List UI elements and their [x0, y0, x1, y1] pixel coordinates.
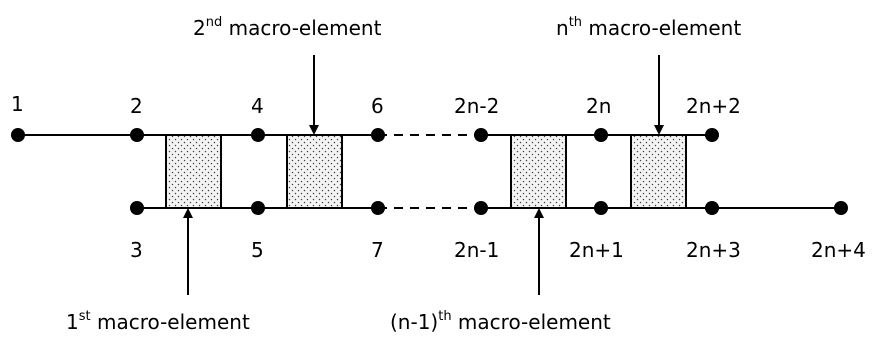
node-2n+3-dot	[705, 201, 719, 215]
node-2n-2-dot	[474, 128, 488, 142]
node-2n-dot	[594, 128, 608, 142]
node-7-dot	[371, 201, 385, 215]
node-5-dot	[251, 201, 265, 215]
node-3-dot	[130, 201, 144, 215]
macro-element-1-box	[165, 134, 222, 209]
node-2n+2-dot	[705, 128, 719, 142]
macro-element-2-box	[286, 134, 343, 209]
node-6-dot	[371, 128, 385, 142]
node-4-dot	[251, 128, 265, 142]
node-2n-1-dot	[474, 201, 488, 215]
macro-element-n-box	[630, 134, 687, 209]
node-2n+4-dot	[834, 201, 848, 215]
node-2n+1-dot	[594, 201, 608, 215]
node-2-dot	[130, 128, 144, 142]
macro-element-n-minus-1-box	[510, 134, 567, 209]
node-1-dot	[11, 128, 25, 142]
